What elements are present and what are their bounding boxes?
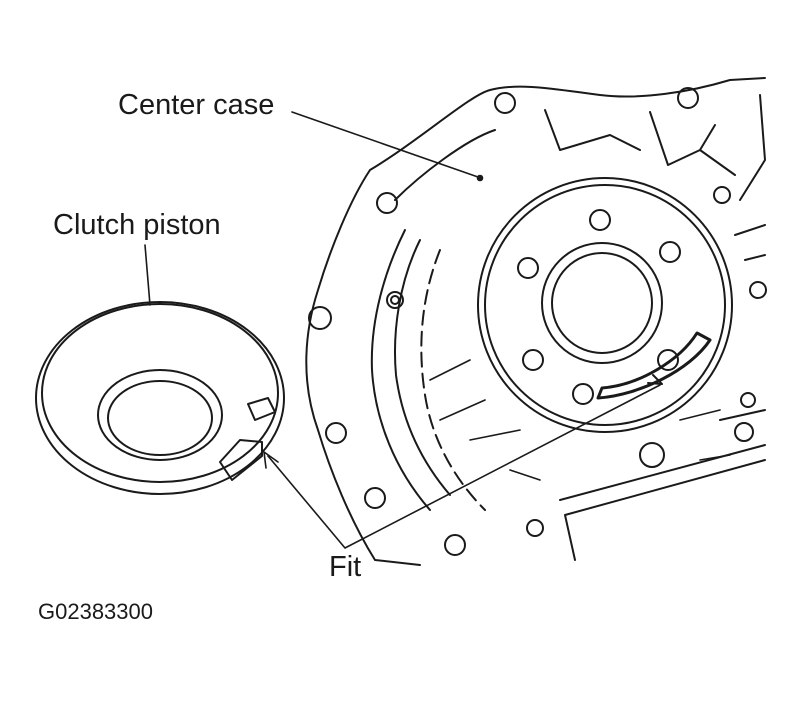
piston-lower-lug — [219, 439, 263, 481]
case-fit-slot — [596, 331, 712, 400]
label-clutch-piston: Clutch piston — [53, 209, 221, 241]
case-recess-inner — [420, 249, 486, 511]
leader-center-case-dot — [476, 174, 484, 182]
piston-outer-rim-inner — [41, 303, 279, 483]
leader-lines — [144, 111, 661, 549]
case-bolt-holes — [308, 87, 756, 556]
piston-upper-lug — [247, 397, 276, 421]
fit-arrow-head-piston — [263, 451, 279, 469]
leader-clutch-piston — [144, 244, 151, 306]
case-upper-ribs — [544, 94, 766, 201]
piston-outer-rim — [35, 301, 285, 495]
piston-inner-bore-lip — [107, 380, 213, 456]
center-case-drawing — [305, 77, 767, 566]
leader-fit — [267, 384, 661, 549]
figure-code: G02383300 — [38, 599, 153, 624]
case-screw-heads — [639, 281, 767, 468]
label-center-case: Center case — [118, 89, 275, 121]
case-side-plate — [559, 224, 766, 561]
clutch-piston-drawing — [35, 301, 285, 495]
bore-bolt-holes — [517, 209, 681, 405]
leader-center-case — [291, 111, 479, 178]
label-fit: Fit — [329, 551, 362, 583]
case-main-bore — [477, 177, 733, 433]
fit-arrow-head-case — [647, 374, 663, 385]
case-recess-wall — [370, 129, 496, 511]
case-inner-details — [429, 359, 731, 481]
case-outer-outline — [305, 77, 766, 566]
piston-inner-bore — [97, 369, 223, 461]
